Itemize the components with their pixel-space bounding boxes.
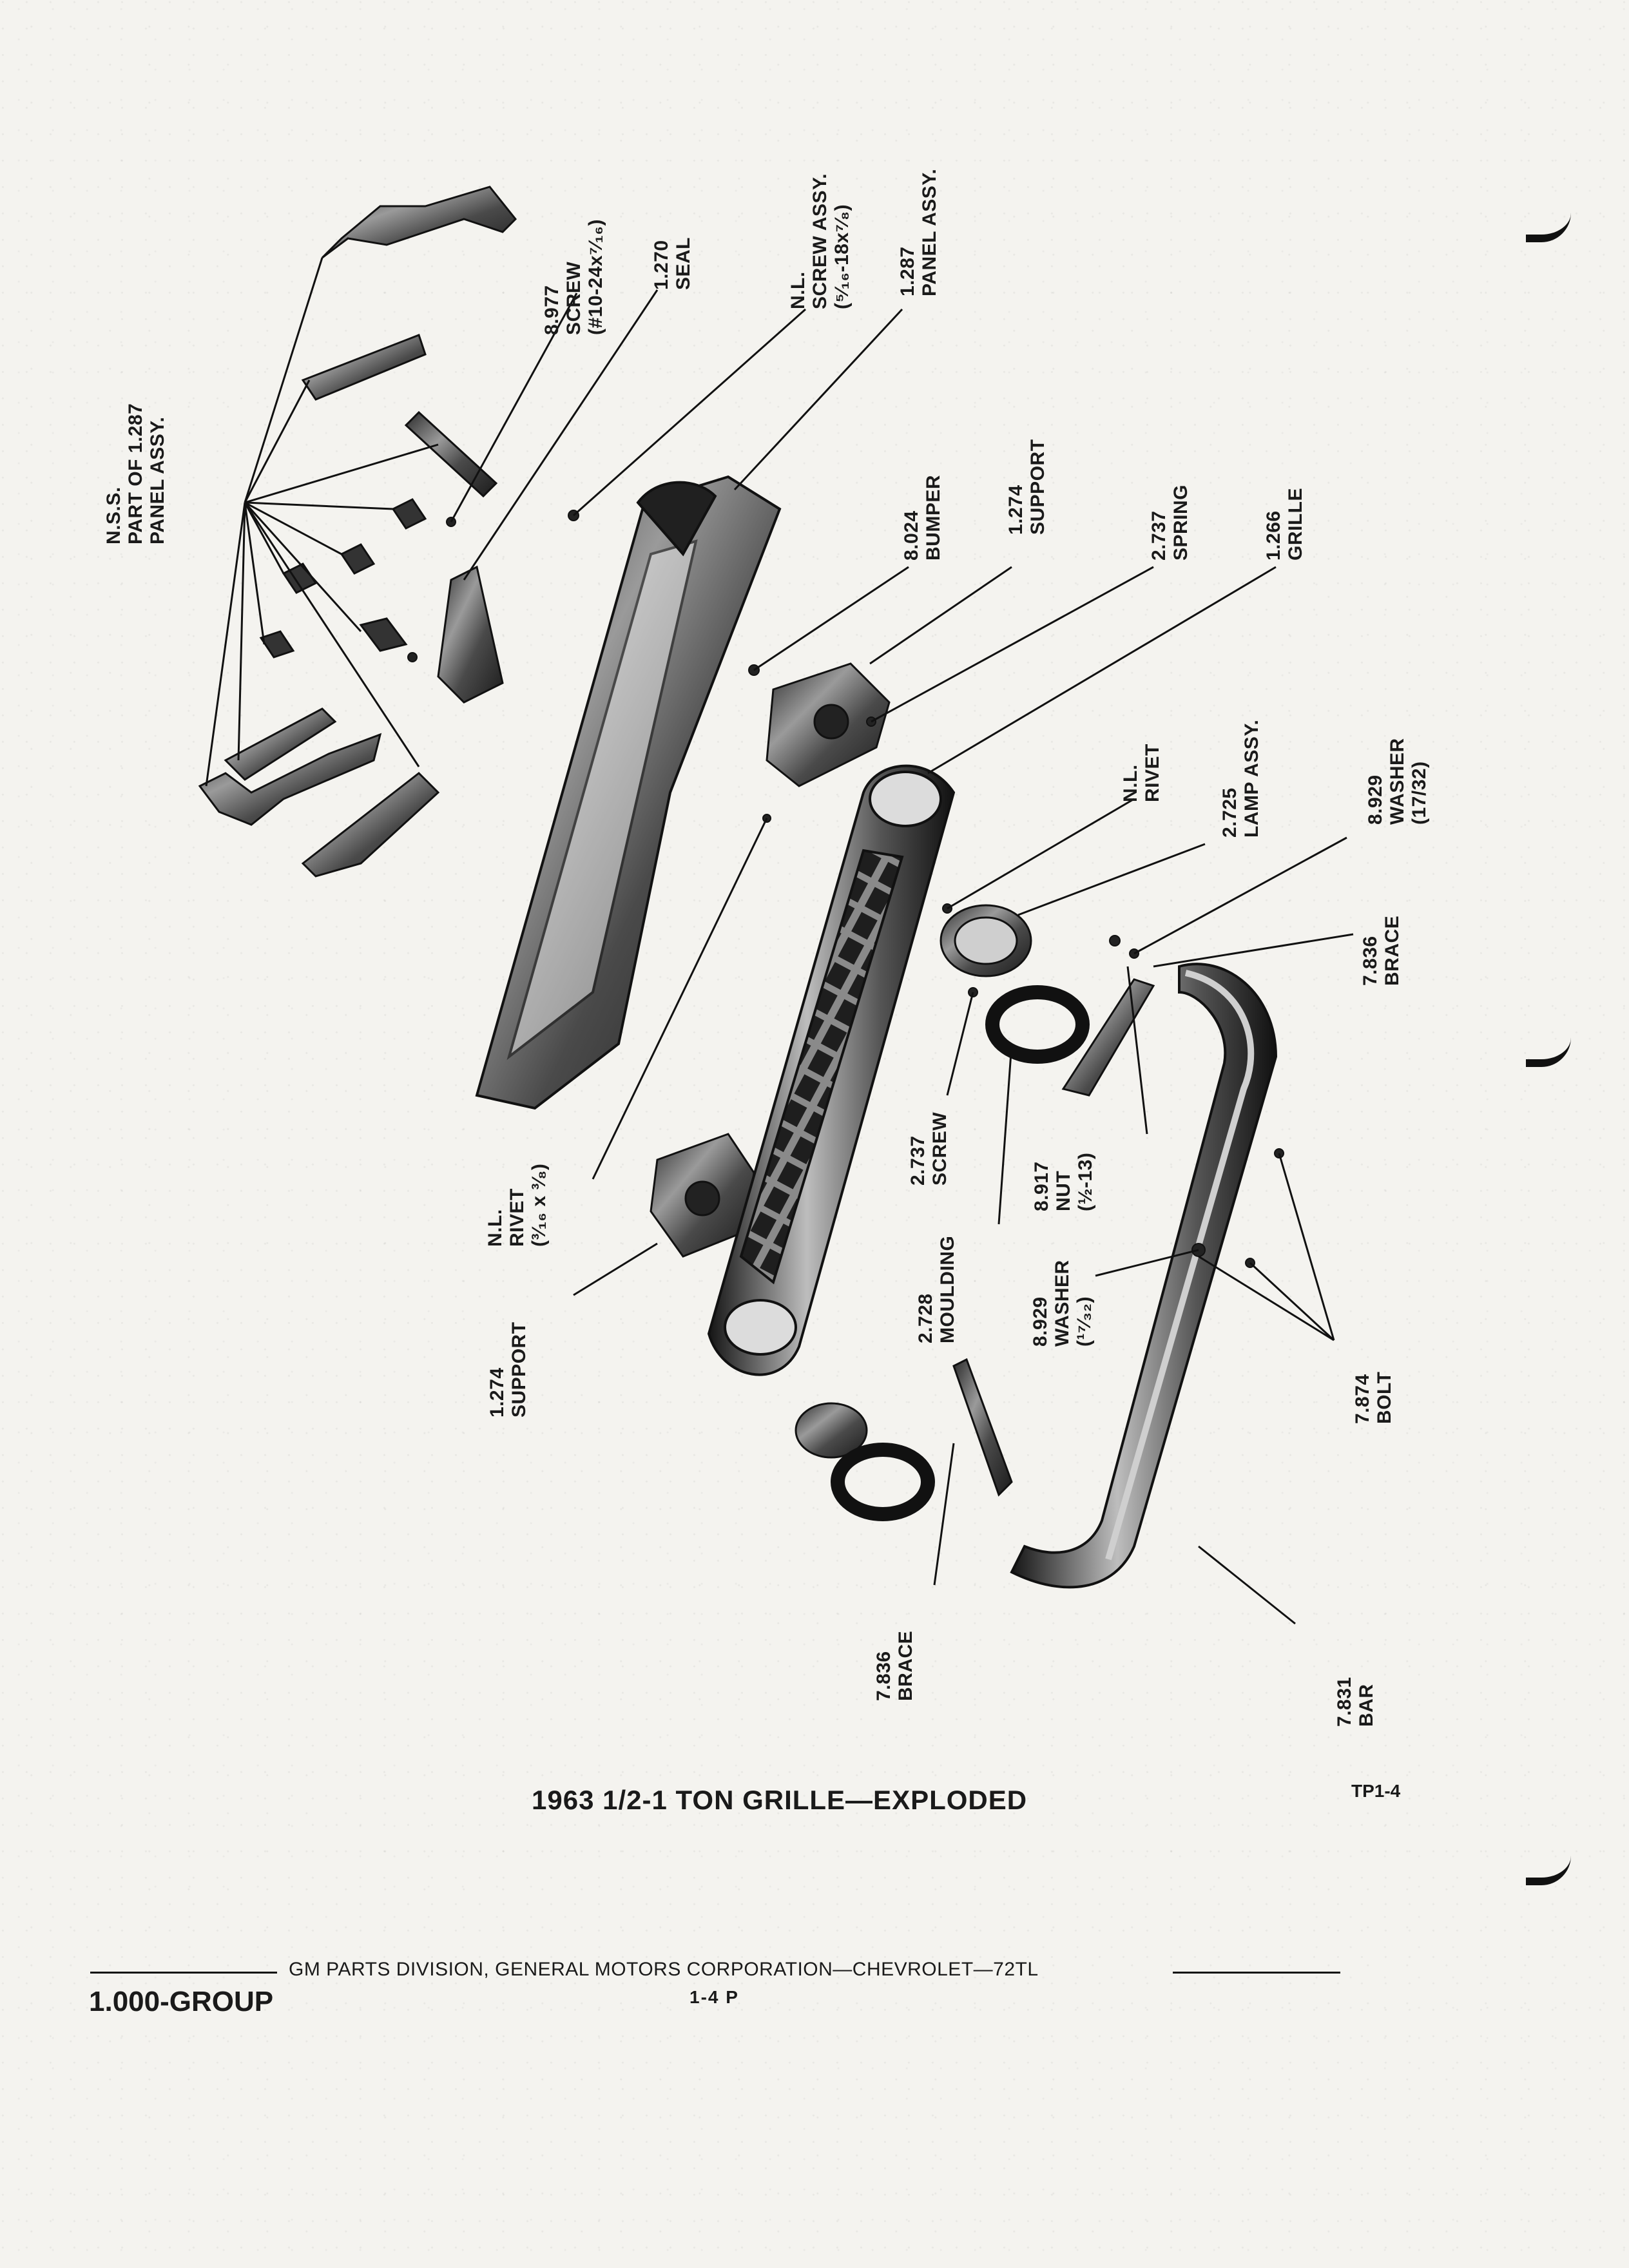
callout-nss-part-of-panel-assy: N.S.S. PART OF 1.287 PANEL ASSY. <box>103 403 169 544</box>
callout-support-1274-bot: 1.274 SUPPORT <box>487 1321 530 1418</box>
callout-line: 8.024 <box>901 510 922 561</box>
nss-small-parts-group <box>198 186 517 878</box>
callout-line: LAMP ASSY. <box>1241 719 1262 838</box>
callout-line: N.S.S. <box>103 486 124 544</box>
callout-line: SEAL <box>673 236 694 290</box>
callout-line: 2.737 <box>1148 510 1170 561</box>
callout-line: (³⁄₁₆ x ³⁄₈) <box>528 1163 550 1247</box>
callout-line: SCREW <box>563 261 584 335</box>
callout-line: 1.287 <box>897 246 918 296</box>
callout-line: SUPPORT <box>1027 439 1048 535</box>
callout-seal-1270: 1.270 SEAL <box>651 237 695 290</box>
bumper-bar <box>1010 963 1278 1589</box>
footer-group-label: 1.000-GROUP <box>89 1986 274 2017</box>
callout-screw-assy-nl: N.L. SCREW ASSY. (⁵⁄₁₆-18x⁷⁄₈) <box>787 173 853 309</box>
callout-line: PANEL ASSY. <box>919 168 940 296</box>
footer-corporation-line: GM PARTS DIVISION, GENERAL MOTORS CORPOR… <box>289 1959 1039 1980</box>
callout-line: RIVET <box>506 1188 528 1247</box>
callout-line: BRACE <box>1382 915 1403 986</box>
callout-line: 8.929 <box>1365 774 1386 825</box>
callout-line: SCREW <box>929 1111 950 1186</box>
callout-line: MOULDING <box>937 1235 958 1343</box>
callout-line: 2.728 <box>915 1293 936 1343</box>
grille-support-bottom <box>650 1133 755 1258</box>
grille-panel-assembly <box>475 475 782 1110</box>
callout-line: WASHER <box>1387 738 1408 825</box>
callout-line: (17/32) <box>1409 761 1430 825</box>
grille-body <box>707 764 956 1376</box>
callout-nut-8917: 8.917 NUT (½-13) <box>1031 1153 1097 1211</box>
callout-line: BAR <box>1356 1684 1377 1727</box>
callout-line: 2.725 <box>1219 787 1240 838</box>
callout-line: RIVET <box>1142 744 1163 802</box>
callout-moulding-2728: 2.728 MOULDING <box>915 1236 959 1343</box>
leader-lines <box>205 257 1354 1625</box>
callout-line: 7.831 <box>1334 1677 1355 1727</box>
callout-line: (¹⁷⁄₃₂) <box>1074 1296 1095 1347</box>
callout-line: PANEL ASSY. <box>147 416 168 544</box>
footer-page-number: 1-4 P <box>689 1987 739 2007</box>
callout-line: (½-13) <box>1075 1152 1096 1211</box>
footer-rule-right <box>1173 1972 1340 1974</box>
callout-support-1274-top: 1.274 SUPPORT <box>1005 439 1049 535</box>
callout-lamp-2725: 2.725 LAMP ASSY. <box>1219 720 1263 838</box>
callout-line: 8.929 <box>1030 1296 1051 1347</box>
callout-bolt-7874: 7.874 BOLT <box>1352 1372 1396 1424</box>
callout-brace-7836-bot: 7.836 BRACE <box>873 1631 917 1701</box>
callout-line: BOLT <box>1374 1371 1395 1424</box>
callout-grille-1266: 1.266 GRILLE <box>1263 488 1307 561</box>
callout-line: N.L. <box>787 271 809 309</box>
callout-spring-2737: 2.737 SPRING <box>1148 485 1192 561</box>
callout-line: NUT <box>1053 1170 1074 1211</box>
callout-line: 7.836 <box>1360 936 1381 986</box>
callout-line: 8.977 <box>541 285 563 335</box>
callout-panel-1287: 1.287 PANEL ASSY. <box>897 169 941 296</box>
callout-line: GRILLE <box>1285 488 1306 561</box>
callout-rivet-nl-mid: N.L. RIVET (³⁄₁₆ x ³⁄₈) <box>485 1164 550 1247</box>
callout-bumper-8024: 8.024 BUMPER <box>901 475 945 561</box>
bumper-braces <box>952 978 1155 1497</box>
callout-line: BRACE <box>895 1630 916 1701</box>
callout-line: 2.737 <box>907 1135 929 1186</box>
callout-brace-7836-right: 7.836 BRACE <box>1360 916 1403 986</box>
callout-bar-7831: 7.831 BAR <box>1334 1677 1378 1727</box>
callout-line: 7.836 <box>873 1651 894 1701</box>
callout-screw-2737: 2.737 SCREW <box>907 1112 951 1186</box>
callout-line: PART OF 1.287 <box>125 403 146 544</box>
callout-line: (#10-24x⁷⁄₁₆) <box>585 219 606 335</box>
callout-line: 7.874 <box>1352 1374 1373 1424</box>
callout-line: 1.274 <box>487 1367 508 1418</box>
callout-line: SPRING <box>1170 484 1191 561</box>
callout-line: 1.270 <box>651 240 672 290</box>
callout-screw-8977: 8.977 SCREW (#10-24x⁷⁄₁₆) <box>541 219 607 335</box>
callout-line: 1.274 <box>1005 485 1027 535</box>
callout-rivet-nl-top: N.L. RIVET <box>1120 744 1164 802</box>
callout-line: SCREW ASSY. <box>809 173 831 309</box>
callout-line: 1.266 <box>1263 510 1284 561</box>
callout-washer-8929-bot: 8.929 WASHER (¹⁷⁄₃₂) <box>1030 1260 1095 1347</box>
callout-line: BUMPER <box>923 474 944 561</box>
grille-support-top <box>766 662 891 787</box>
callout-line: N.L. <box>1120 764 1141 802</box>
callout-line: (⁵⁄₁₆-18x⁷⁄₈) <box>831 204 853 309</box>
diagram-title: 1963 1/2-1 TON GRILLE—EXPLODED <box>532 1785 1028 1815</box>
callout-line: SUPPORT <box>508 1321 530 1418</box>
callout-washer-8929-top: 8.929 WASHER (17/32) <box>1365 738 1431 825</box>
headlamp-components <box>795 904 1090 1521</box>
callout-line: N.L. <box>485 1209 506 1247</box>
callout-line: 8.917 <box>1031 1161 1052 1211</box>
footer-rule-left <box>90 1972 277 1974</box>
callout-line: WASHER <box>1052 1260 1073 1347</box>
figure-code: TP1-4 <box>1351 1781 1401 1801</box>
